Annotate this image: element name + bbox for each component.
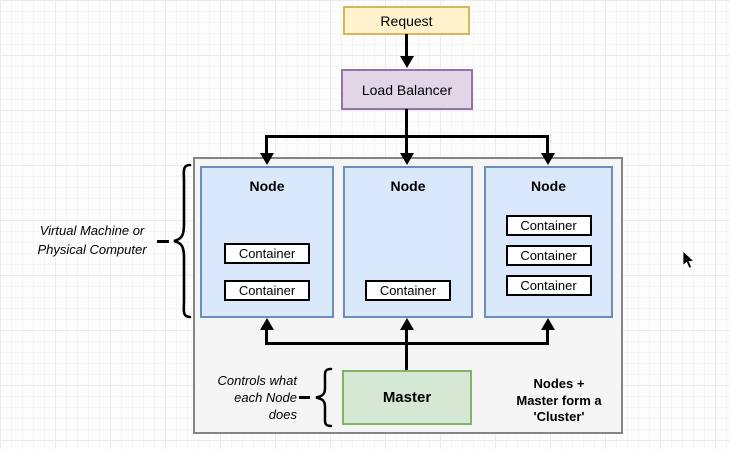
controls-brace bbox=[315, 367, 333, 428]
node3-label: Node bbox=[531, 178, 566, 194]
vm-annotation: Virtual Machine or Physical Computer bbox=[28, 221, 156, 259]
cluster-note-line1: Nodes + bbox=[533, 376, 585, 391]
node1-container1-label: Container bbox=[238, 246, 296, 261]
node3-container3-label: Container bbox=[520, 278, 577, 293]
node2-label: Node bbox=[390, 178, 426, 194]
controls-annotation-dash bbox=[299, 396, 310, 399]
cluster-note-line3: 'Cluster' bbox=[533, 409, 585, 424]
arrow-master-to-node2-head bbox=[400, 318, 414, 330]
arrow-lb-to-node3-head bbox=[541, 153, 555, 165]
vm-annotation-line1: Virtual Machine or bbox=[39, 223, 145, 238]
master-box[interactable]: Master bbox=[342, 370, 472, 425]
arrow-lb-to-node1-line bbox=[265, 137, 268, 154]
arrow-lb-to-node3-line bbox=[546, 137, 549, 154]
controls-annotation-line2: each Node bbox=[234, 390, 297, 405]
load-balancer-label: Load Balancer bbox=[361, 81, 453, 98]
vm-annotation-line2: Physical Computer bbox=[37, 242, 147, 257]
arrow-master-to-node1-line bbox=[265, 329, 268, 343]
node2-box[interactable]: Node Container bbox=[343, 166, 473, 318]
request-label: Request bbox=[380, 12, 433, 29]
controls-annotation: Controls what each Node does bbox=[205, 372, 297, 423]
node3-container1-box[interactable]: Container bbox=[505, 215, 592, 236]
node1-container2-box[interactable]: Container bbox=[224, 280, 310, 301]
node1-box[interactable]: Node Container Container bbox=[200, 166, 334, 318]
arrow-lb-stem-line bbox=[405, 109, 408, 137]
arrow-lb-branch-line bbox=[265, 135, 549, 138]
arrow-master-to-node3-head bbox=[541, 318, 555, 330]
mouse-cursor-icon bbox=[682, 250, 695, 269]
node2-container1-label: Container bbox=[379, 283, 437, 298]
arrow-request-to-lb-line bbox=[405, 34, 408, 57]
controls-annotation-line1: Controls what bbox=[217, 373, 297, 388]
node1-container1-box[interactable]: Container bbox=[224, 243, 310, 264]
arrow-lb-to-node2-line bbox=[405, 137, 408, 154]
node1-label: Node bbox=[249, 178, 285, 194]
controls-annotation-line3: does bbox=[268, 407, 297, 422]
node3-container2-label: Container bbox=[520, 248, 577, 263]
request-box[interactable]: Request bbox=[343, 6, 470, 35]
arrow-lb-to-node2-head bbox=[400, 153, 414, 165]
arrow-lb-to-node1-head bbox=[260, 153, 274, 165]
vm-annotation-dash bbox=[157, 240, 169, 243]
arrow-master-to-node2-line bbox=[405, 329, 408, 370]
vm-brace bbox=[173, 163, 192, 319]
load-balancer-box[interactable]: Load Balancer bbox=[341, 69, 473, 110]
cluster-note: Nodes + Master form a 'Cluster' bbox=[500, 376, 618, 426]
node3-container1-label: Container bbox=[520, 218, 577, 233]
node3-container3-box[interactable]: Container bbox=[505, 275, 592, 296]
master-label: Master bbox=[382, 389, 432, 406]
arrow-master-to-node1-head bbox=[260, 318, 274, 330]
arrow-request-to-lb-head bbox=[400, 56, 414, 68]
arrow-master-to-node3-line bbox=[546, 329, 549, 343]
cluster-note-line2: Master form a bbox=[516, 392, 602, 408]
node3-container2-box[interactable]: Container bbox=[505, 245, 592, 266]
node1-container2-label: Container bbox=[238, 283, 296, 298]
node3-box[interactable]: Node Container Container Container bbox=[484, 166, 613, 318]
node2-container1-box[interactable]: Container bbox=[365, 280, 451, 301]
